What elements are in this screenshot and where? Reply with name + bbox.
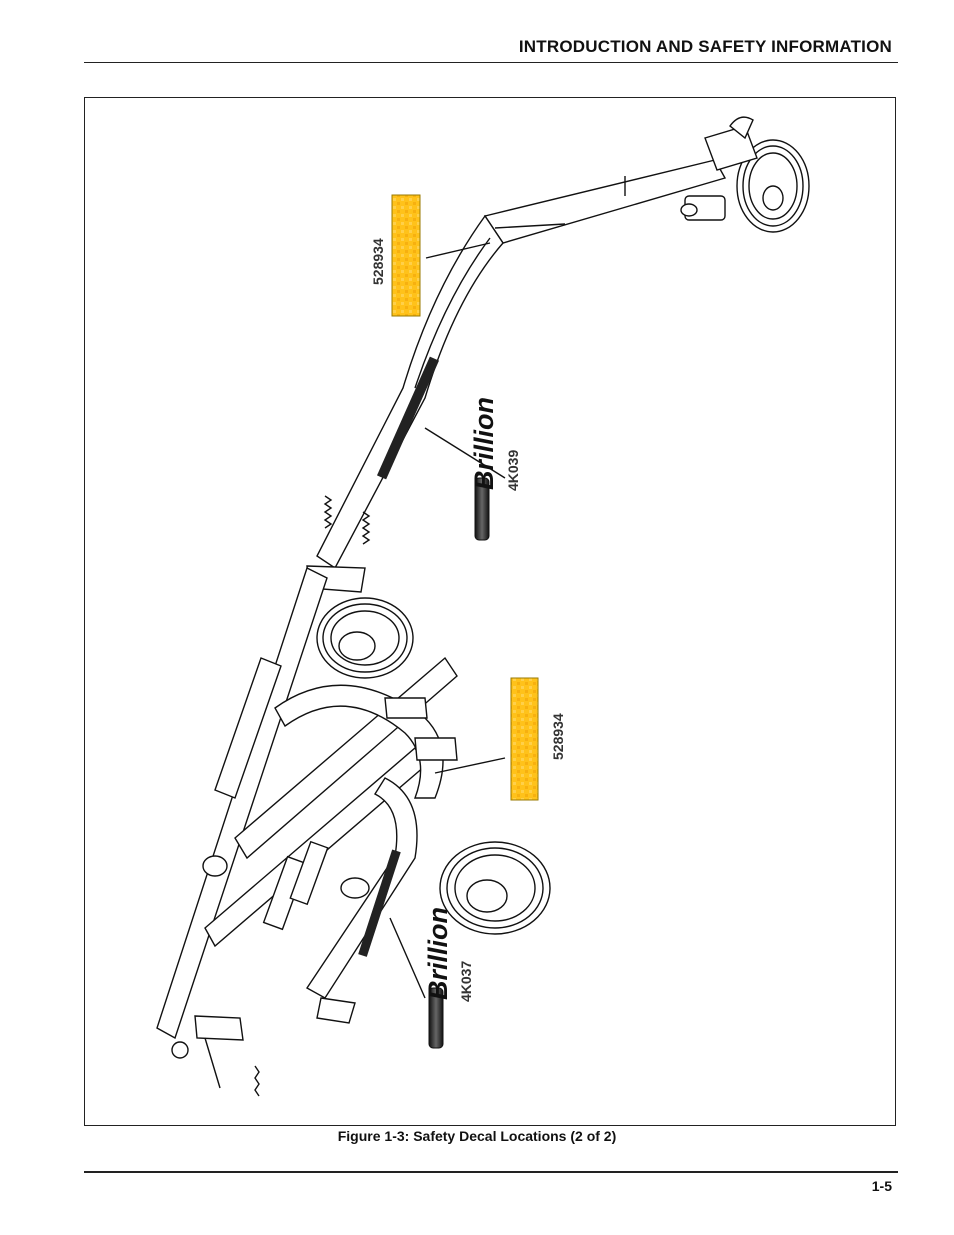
header-divider xyxy=(84,62,898,63)
footer-divider xyxy=(84,1171,898,1173)
brillion-logo-text: Brillion xyxy=(423,907,453,1000)
brillion-logo-text: Brillion xyxy=(469,397,499,490)
decal-part-number: 4K037 xyxy=(458,961,474,1002)
page-number: 1-5 xyxy=(871,1178,892,1194)
figure-frame: 528934 Brillion 4K039 528934 Brillion 4K… xyxy=(84,97,896,1126)
hydraulic-cylinder xyxy=(202,840,370,931)
decal-part-number: 528934 xyxy=(370,238,386,285)
decal-part-number: 4K039 xyxy=(505,450,521,491)
decal-528934-upper: 528934 xyxy=(370,194,491,317)
gauge-wheel xyxy=(624,116,810,233)
hitch xyxy=(171,997,356,1097)
decal-part-number: 528934 xyxy=(550,713,566,760)
decal-4k039: Brillion 4K039 xyxy=(469,397,521,541)
machine-illustration: 528934 Brillion 4K039 528934 Brillion 4K… xyxy=(156,116,810,1097)
section-title: INTRODUCTION AND SAFETY INFORMATION xyxy=(518,37,892,56)
rear-wheel-upper xyxy=(316,597,414,679)
tongue-arm xyxy=(316,159,727,570)
decal-528934-lower: 528934 xyxy=(434,677,566,801)
decal-4k037: Brillion 4K037 xyxy=(423,907,474,1049)
rear-wheel-lower xyxy=(439,841,551,935)
figure-caption: Figure 1-3: Safety Decal Locations (2 of… xyxy=(337,1128,617,1144)
